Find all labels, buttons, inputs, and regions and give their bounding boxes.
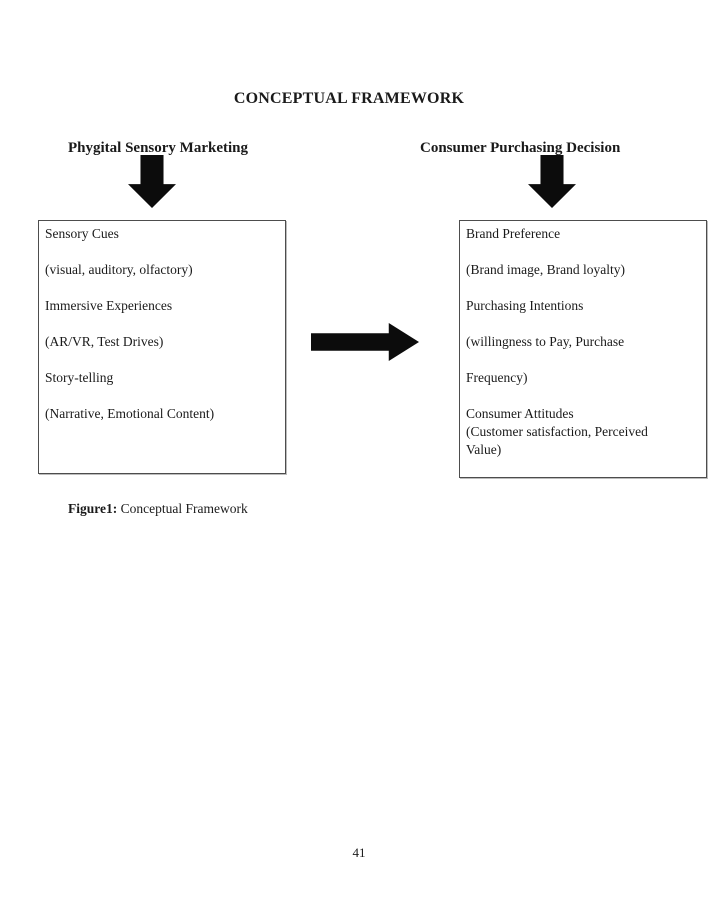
left-column-heading: Phygital Sensory Marketing — [68, 140, 248, 156]
box-line: Story-telling — [45, 370, 114, 385]
page-title: CONCEPTUAL FRAMEWORK — [233, 90, 465, 107]
box-line: (Brand image, Brand loyalty) — [466, 262, 625, 277]
right-column-heading: Consumer Purchasing Decision — [420, 140, 621, 156]
box-line: (willingness to Pay, Purchase — [466, 334, 625, 349]
figure-caption-text: Conceptual Framework — [117, 501, 248, 516]
framework-box-right: Brand Preference (Brand image, Brand loy… — [459, 220, 707, 478]
down-arrow-icon — [128, 155, 176, 208]
box-line: Purchasing Intentions — [466, 298, 584, 313]
box-line: Frequency) — [466, 370, 528, 385]
down-arrow-icon — [528, 155, 576, 208]
box-line: Brand Preference — [466, 226, 561, 241]
page-number: 41 — [352, 845, 366, 860]
right-arrow-icon — [311, 323, 419, 361]
box-line: Sensory Cues — [45, 226, 119, 241]
box-line: (visual, auditory, olfactory) — [45, 262, 193, 277]
figure-caption-label: Figure1: — [68, 501, 118, 516]
figure-caption: Figure1: Conceptual Framework — [68, 500, 248, 518]
box-line: Immersive Experiences — [45, 298, 173, 313]
box-line: Consumer Attitudes — [466, 406, 574, 421]
box-line: (Narrative, Emotional Content) — [45, 406, 215, 421]
framework-box-left: Sensory Cues (visual, auditory, olfactor… — [38, 220, 286, 474]
box-line: (Customer satisfaction, Perceived — [466, 424, 648, 439]
box-line: Value) — [466, 442, 502, 457]
box-line: (AR/VR, Test Drives) — [45, 334, 164, 349]
